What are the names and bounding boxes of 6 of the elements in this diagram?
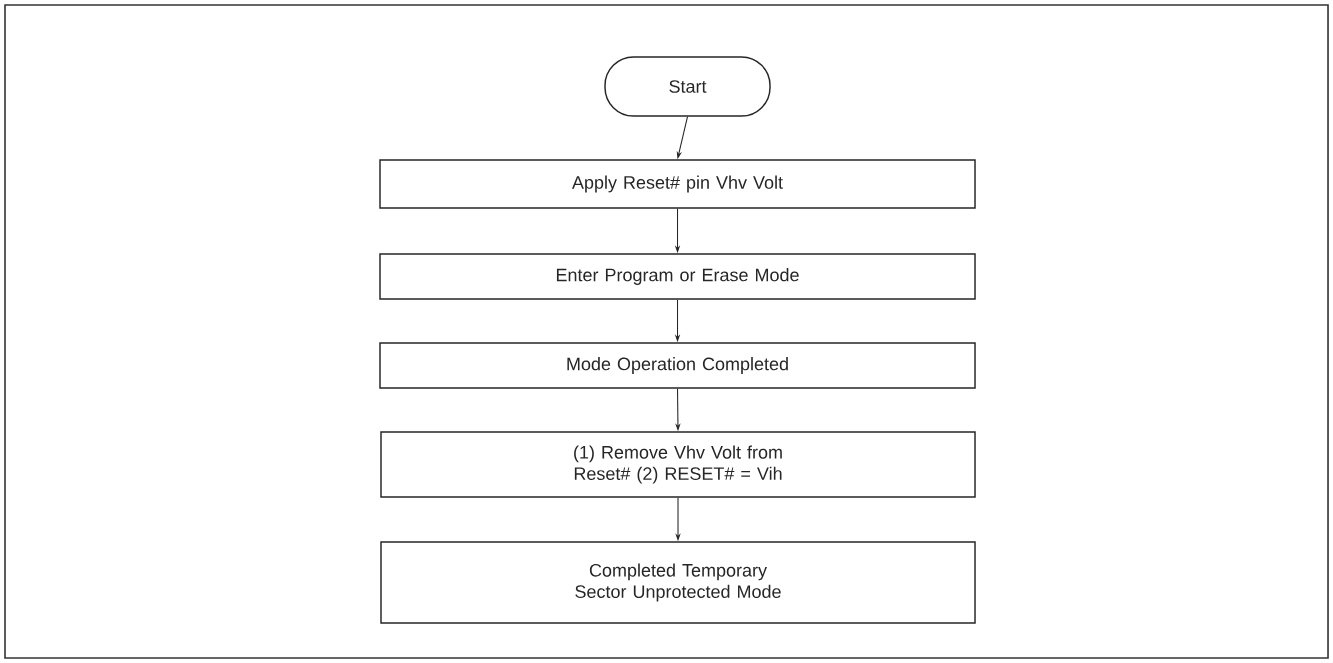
process-box: Mode Operation Completed bbox=[379, 342, 976, 389]
process-box: Apply Reset# pin Vhv Volt bbox=[379, 159, 976, 209]
process-box: Completed Temporary Sector Unprotected Mode bbox=[380, 541, 976, 624]
process-box: Enter Program or Erase Mode bbox=[379, 253, 976, 300]
start-terminal: Start bbox=[604, 56, 771, 117]
process-box: (1) Remove Vhv Volt from Reset# (2) RESET# = Vih bbox=[380, 431, 976, 498]
